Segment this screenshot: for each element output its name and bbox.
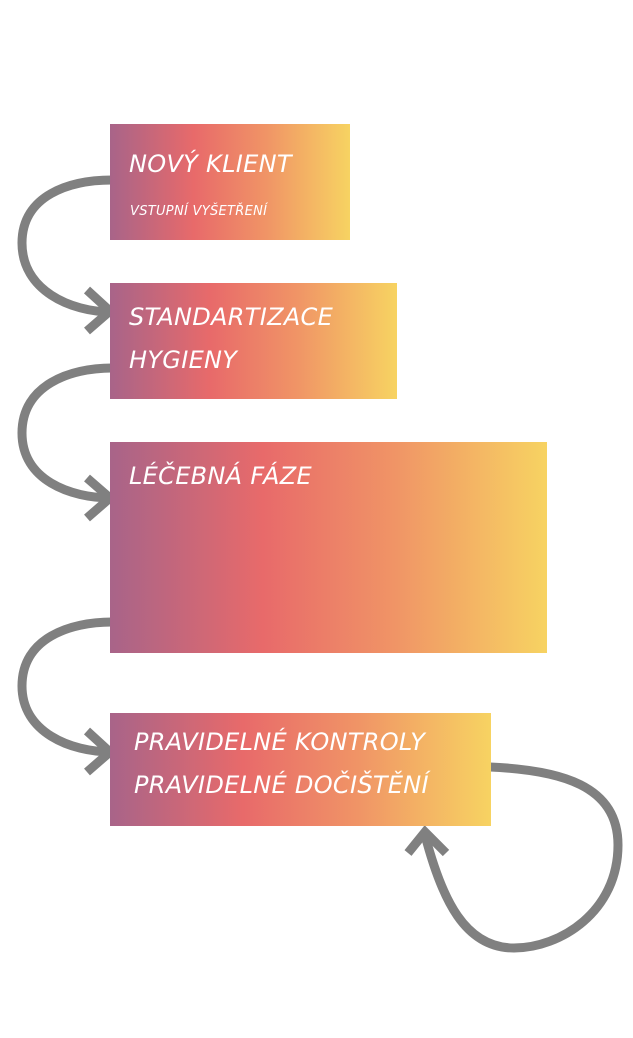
step-1-title: NOVÝ KLIENT [129,150,292,178]
step-4-title-line-2: PRAVIDELNÉ DOČIŠTĚNÍ [134,771,429,799]
step-1-subtitle: VSTUPNÍ VYŠETŘENÍ [130,204,268,219]
step-3-title: LÉČEBNÁ FÁZE [129,462,312,490]
step-2-title-line-1: STANDARTIZACE [129,303,334,331]
step-4-box: PRAVIDELNÉ KONTROLY PRAVIDELNÉ DOČIŠTĚNÍ [110,713,491,826]
loop-arrow-head [404,825,450,857]
arrow-step3-to-step4 [17,617,113,757]
step-3-box: LÉČEBNÁ FÁZE [110,442,547,653]
arrow-step2-to-step3 [17,363,113,503]
step-1-box: NOVÝ KLIENT VSTUPNÍ VYŠETŘENÍ [110,124,350,240]
loop-arrow [420,762,623,953]
arrow-step1-to-step2 [17,175,113,317]
step-4-title-line-1: PRAVIDELNÉ KONTROLY [134,728,426,756]
step-2-title-line-2: HYGIENY [129,346,238,374]
step-2-box: STANDARTIZACE HYGIENY [110,283,397,399]
